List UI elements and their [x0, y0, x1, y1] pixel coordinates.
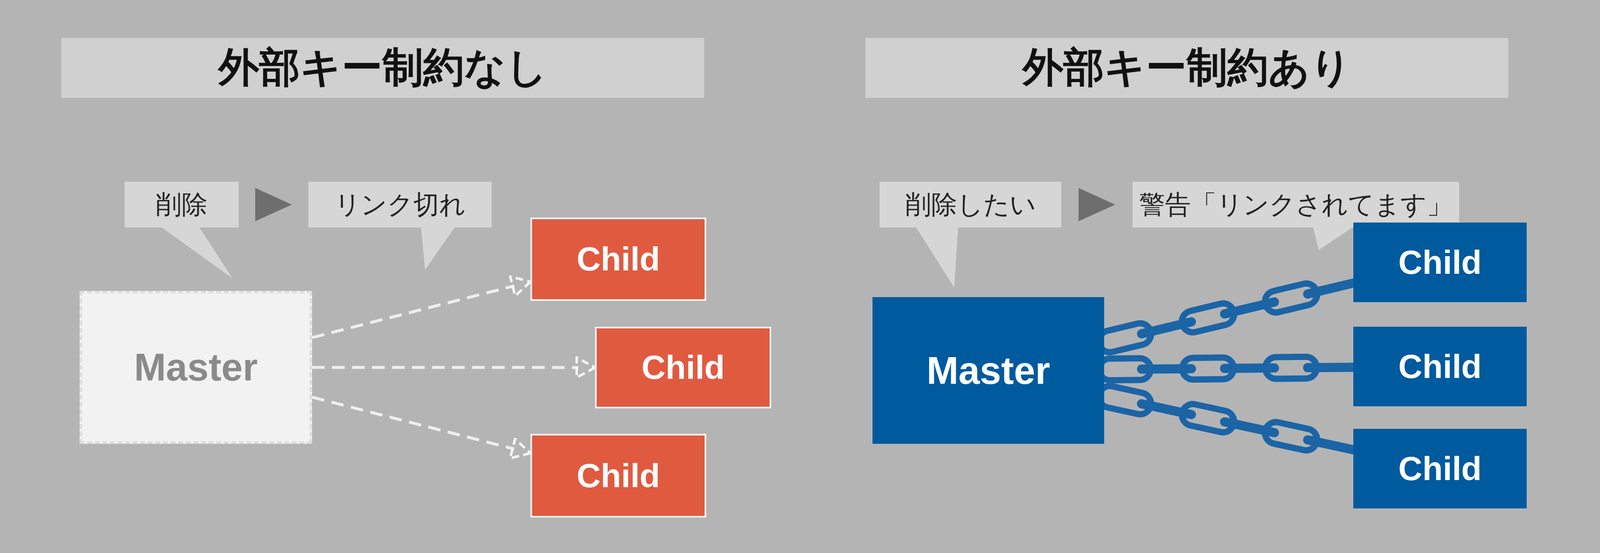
arrow-head — [576, 357, 595, 378]
node-label: Child — [641, 348, 725, 387]
callout-box: 削除 — [124, 181, 239, 228]
chain-link-ring — [1179, 301, 1237, 335]
node-label: 外部キー制約なし — [218, 40, 548, 96]
callout-box: 削除したい — [879, 181, 1062, 228]
connector — [312, 397, 531, 459]
chain-link — [1097, 383, 1154, 417]
node-label: リンク切れ — [334, 187, 466, 223]
node-label: Child — [576, 456, 660, 495]
chain-link — [1141, 368, 1192, 370]
chain-link-ring — [1265, 356, 1317, 379]
node-label: Child — [576, 240, 660, 279]
master-box: Master — [872, 297, 1105, 444]
node-label: 警告「リンクされてます」 — [1139, 187, 1453, 223]
chain-link-ring — [1182, 357, 1234, 380]
chain-link-ring — [1262, 420, 1320, 453]
node-label: Master — [926, 348, 1051, 393]
broken-link-line — [312, 365, 579, 369]
connector — [1096, 281, 1358, 355]
child-box: Child — [1353, 428, 1527, 509]
chain-link-edge — [1224, 302, 1275, 315]
chain-link — [1307, 439, 1358, 451]
chain-link-edge — [1307, 282, 1358, 295]
callout-tail — [914, 225, 959, 288]
node-label: Master — [134, 345, 258, 390]
chain-link-edge — [1224, 367, 1275, 369]
connector — [312, 276, 531, 338]
chain-link — [1224, 302, 1275, 315]
chain-link — [1307, 282, 1358, 295]
connector — [1097, 383, 1358, 453]
flow-triangle — [255, 187, 293, 222]
chain-link — [1224, 367, 1275, 369]
callout-tail — [420, 225, 457, 270]
node-label: Child — [1398, 243, 1482, 282]
panel-title-band: 外部キー制約あり — [865, 37, 1509, 98]
node-label: 削除したい — [905, 187, 1036, 223]
callout-box: リンク切れ — [308, 181, 492, 228]
connector — [1099, 356, 1358, 381]
chain-link — [1099, 358, 1151, 381]
panel-title-band: 外部キー制約なし — [61, 37, 705, 98]
chain-link — [1179, 301, 1237, 335]
node-label: 外部キー制約あり — [1022, 40, 1352, 96]
chain-link — [1262, 281, 1320, 315]
flow-triangle — [1078, 187, 1116, 222]
callout-tail — [158, 225, 233, 279]
chain-link — [1096, 320, 1154, 355]
chain-link — [1141, 403, 1192, 415]
node-label: 削除 — [155, 187, 208, 223]
chain-link-edge — [1141, 403, 1192, 415]
chain-link-ring — [1096, 320, 1154, 355]
orphan-child-box: Child — [595, 326, 772, 409]
chain-link — [1141, 321, 1192, 334]
chain-link — [1180, 402, 1237, 435]
chain-link-edge — [1141, 321, 1192, 334]
chain-link — [1307, 367, 1358, 368]
chain-link — [1182, 357, 1234, 380]
chain-link — [1224, 421, 1275, 433]
deleted-master-box: Master — [79, 290, 313, 444]
chain-link — [1265, 356, 1317, 379]
arrow-head — [510, 438, 531, 458]
child-box: Child — [1353, 326, 1527, 407]
chain-link-ring — [1097, 383, 1154, 417]
node-label: Child — [1398, 347, 1482, 386]
chain-link-ring — [1262, 281, 1320, 315]
broken-link-line — [312, 285, 515, 338]
connector — [1078, 187, 1116, 222]
chain-link-ring — [1099, 358, 1151, 381]
orphan-child-box: Child — [530, 217, 707, 301]
chain-link-edge — [1307, 439, 1358, 451]
chain-link-ring — [1180, 402, 1237, 435]
orphan-child-box: Child — [530, 433, 707, 518]
chain-link — [1262, 420, 1320, 453]
chain-link-edge — [1224, 421, 1275, 433]
child-box: Child — [1353, 222, 1527, 303]
connector — [312, 357, 595, 378]
arrow-head — [510, 276, 531, 297]
callout-tail — [1312, 225, 1357, 250]
chain-link-edge — [1307, 367, 1358, 368]
broken-link-line — [312, 397, 515, 449]
connector — [255, 187, 293, 222]
callout-box: 警告「リンクされてます」 — [1132, 181, 1460, 228]
node-label: Child — [1398, 449, 1482, 488]
chain-link-edge — [1141, 368, 1192, 370]
